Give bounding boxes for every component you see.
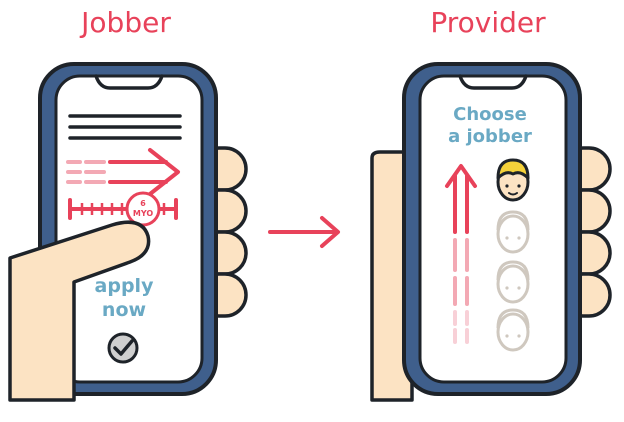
check-circle-icon[interactable] (107, 332, 139, 364)
jobber-title: Jobber (81, 6, 171, 39)
calendar-day: 9 (140, 198, 146, 207)
document-lines (68, 114, 182, 140)
right-arrow-icon (268, 216, 340, 248)
jobber-avatar[interactable] (496, 210, 530, 254)
provider-title: Provider (430, 6, 546, 39)
forward-arrow-icon (66, 148, 180, 196)
jobber-avatar-selected[interactable] (496, 158, 530, 202)
apply-now-line1[interactable]: apply (95, 275, 155, 297)
calendar-badge: 9 MYO (125, 191, 161, 227)
hand-thumb (8, 220, 151, 402)
jobber-avatar[interactable] (496, 260, 530, 304)
provider-phone: Choose a jobber (370, 62, 612, 402)
choose-heading-line1: Choose (453, 104, 527, 125)
jobber-phone: 9 MYO apply now (8, 62, 248, 402)
choose-heading-line2: a jobber (448, 126, 532, 147)
calendar-month: MYO (133, 209, 153, 218)
apply-now-line2[interactable]: now (102, 299, 146, 321)
jobber-avatar[interactable] (496, 308, 530, 352)
up-arrow-icon (445, 164, 477, 344)
phone-screen-2 (418, 74, 568, 384)
